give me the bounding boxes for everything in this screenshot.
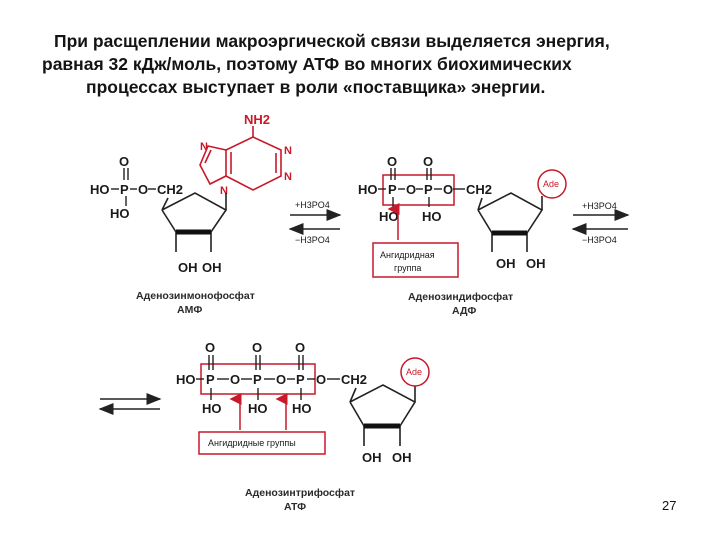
amp-name: Аденозинмонофосфат xyxy=(136,290,255,302)
atp-ho-1: HO xyxy=(202,401,222,416)
amp-o-link: O xyxy=(138,182,148,197)
adp-o-top-1: O xyxy=(387,154,397,169)
amp-abbreviation: АМФ xyxy=(177,304,202,316)
amp-ho: HO xyxy=(90,182,110,197)
adenine-nh2-label: NH2 xyxy=(244,112,270,127)
atp-ho: HO xyxy=(176,372,196,387)
adp-phosphorus-2: P xyxy=(424,182,433,197)
adenine-n3-label: N xyxy=(284,171,292,183)
atp-ho-2: HO xyxy=(248,401,268,416)
adp-o-link-2: O xyxy=(443,182,453,197)
amp-molecule: HO P O O CH2 HO OH OH Аденозинмонофосфат… xyxy=(90,154,255,316)
atp-o-top-1: O xyxy=(205,340,215,355)
adp-box-label-line-1: Ангидридная xyxy=(380,250,435,260)
adp-abbreviation: АДФ xyxy=(452,305,476,317)
atp-ho-3: HO xyxy=(292,401,312,416)
atp-o-link-2: O xyxy=(276,372,286,387)
atp-abbreviation: АТФ xyxy=(284,501,306,513)
atp-name: Аденозинтрифосфат xyxy=(245,487,355,499)
atp-adenine-circle xyxy=(400,357,430,387)
adp-atp-minus-h3po4: −H3PO4 xyxy=(582,235,617,245)
amp-o-top: O xyxy=(119,154,129,169)
adp-o-top-2: O xyxy=(423,154,433,169)
adp-ho-1: HO xyxy=(379,209,399,224)
atp-left-arrows xyxy=(98,393,162,415)
adenine-n9-label: N xyxy=(220,185,228,197)
atp-ch2: CH2 xyxy=(341,372,367,387)
amp-adp-equilibrium-arrows: +H3PO4 −H3PO4 xyxy=(288,200,342,245)
amp-ho-bottom: HO xyxy=(110,206,130,221)
adp-anhydride-label-box xyxy=(372,242,459,278)
slide-title: При расщеплении макроэргической связи вы… xyxy=(20,30,700,99)
adp-phosphorus-1: P xyxy=(388,182,397,197)
amp-oh-2: OH xyxy=(202,260,222,275)
adp-adenine-circle xyxy=(537,169,567,199)
title-line-2: равная 32 кДж/моль, поэтому АТФ во многи… xyxy=(42,54,572,74)
adp-atp-equilibrium-arrows: +H3PO4 −H3PO4 xyxy=(571,201,630,245)
amp-oh-1: OH xyxy=(178,260,198,275)
adp-ch2: CH2 xyxy=(466,182,492,197)
adp-oh-2: OH xyxy=(526,256,546,271)
atp-phosphorus-2: P xyxy=(253,372,262,387)
adp-ade-label: Ade xyxy=(543,179,559,189)
adenine-n1-label: N xyxy=(284,145,292,157)
atp-oh-2: OH xyxy=(392,450,412,465)
adp-anhydride-highlight xyxy=(382,174,455,206)
adp-name: Аденозиндифосфат xyxy=(408,291,513,303)
adp-atp-plus-h3po4: +H3PO4 xyxy=(582,201,617,211)
atp-o-top-2: O xyxy=(252,340,262,355)
atp-ade-label: Ade xyxy=(406,367,422,377)
atp-molecule: HO P O P O P O CH2 O O O HO HO HO xyxy=(176,340,430,513)
title-line-1: При расщеплении макроэргической связи вы… xyxy=(54,31,610,51)
atp-o-top-3: O xyxy=(295,340,305,355)
atp-phosphorus-1: P xyxy=(206,372,215,387)
adp-ho-2: HO xyxy=(422,209,442,224)
atp-phosphorus-3: P xyxy=(296,372,305,387)
amp-ch2: CH2 xyxy=(157,182,183,197)
amp-phosphorus: P xyxy=(120,182,129,197)
adp-box-label-line-2: группа xyxy=(394,263,421,273)
atp-anhydride-label-box xyxy=(198,431,326,455)
page-number: 27 xyxy=(662,498,677,513)
atp-o-link-1: O xyxy=(230,372,240,387)
amp-adp-plus-h3po4: +H3PO4 xyxy=(295,200,330,210)
atp-o-link-3: O xyxy=(316,372,326,387)
atp-box-label: Ангидридные группы xyxy=(208,438,296,448)
atp-oh-1: OH xyxy=(362,450,382,465)
adp-oh-1: OH xyxy=(496,256,516,271)
adp-molecule: HO P O P O CH2 O O HO HO Ангидридная гру… xyxy=(358,154,567,317)
title-line-3: процессах выступает в роли «поставщика» … xyxy=(86,77,546,97)
adp-ho: HO xyxy=(358,182,378,197)
adenine-ring xyxy=(199,126,282,191)
adp-o-link-1: O xyxy=(406,182,416,197)
amp-adp-minus-h3po4: −H3PO4 xyxy=(295,235,330,245)
adenine-n7-label: N xyxy=(200,141,208,153)
